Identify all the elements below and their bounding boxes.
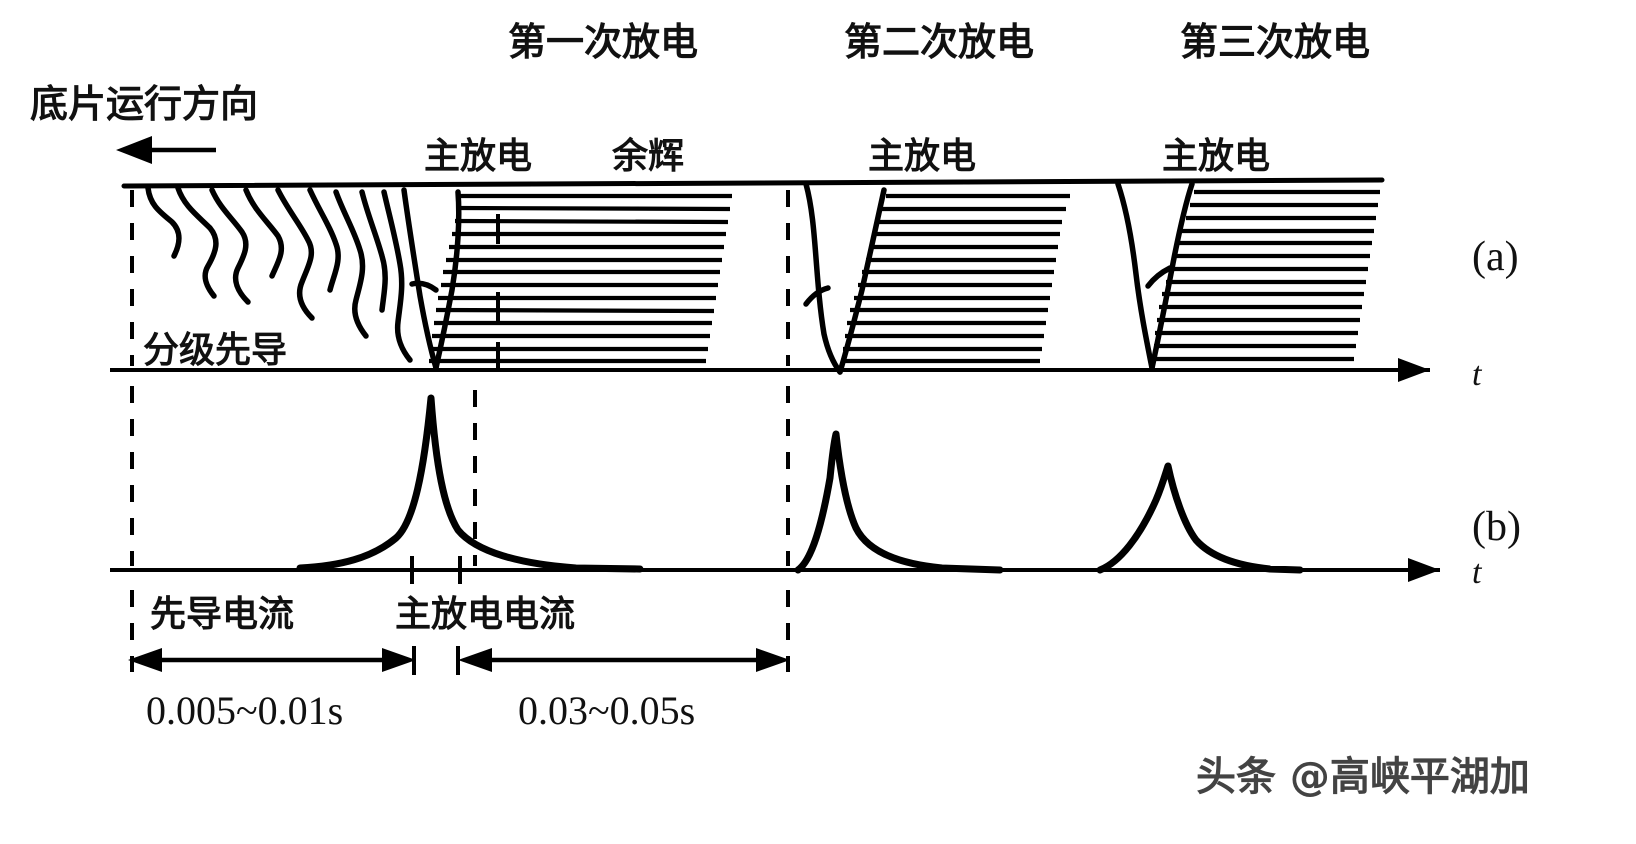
panel-b-group <box>110 394 1440 584</box>
axis-label-t-b: t <box>1472 554 1483 591</box>
panel-tag-a: (a) <box>1472 234 1519 280</box>
panel-a-axis <box>110 358 1430 382</box>
dashed-reference-lines <box>130 190 790 672</box>
duration-main-discharge-current: 0.03~0.05s <box>518 688 695 733</box>
label-second-discharge: 第二次放电 <box>844 20 1034 64</box>
current-pulse-1 <box>296 394 644 573</box>
panel-tag-b: (b) <box>1472 504 1521 550</box>
label-first-discharge: 第一次放电 <box>508 20 698 64</box>
panel-a-group <box>110 177 1430 382</box>
panel-b-ticks <box>410 556 462 584</box>
dimension-arrows <box>128 646 790 675</box>
current-pulse-3 <box>1096 462 1304 574</box>
afterglow-hatch-1 <box>429 193 732 364</box>
stepped-leader-strokes <box>145 185 413 363</box>
label-third-discharge: 第三次放电 <box>1180 20 1370 64</box>
dimension-main-discharge-current <box>456 646 790 675</box>
label-main-discharge-3: 主放电 <box>1162 136 1270 177</box>
label-main-discharge-2: 主放电 <box>868 136 976 177</box>
axis-label-t-a: t <box>1472 356 1483 393</box>
panel-a-axis-arrowhead <box>1398 358 1430 382</box>
panel-b-axis-arrowhead <box>1408 558 1440 582</box>
label-film-direction: 底片运行方向 <box>30 82 258 126</box>
label-stepped-leader: 分级先导 <box>143 330 287 371</box>
afterglow-hatch-2 <box>842 193 1070 364</box>
first-return-stroke <box>401 187 462 371</box>
afterglow-hatch-3 <box>1153 189 1380 362</box>
film-top-line <box>121 177 1385 189</box>
label-main-discharge-1: 主放电 <box>424 136 532 177</box>
label-main-discharge-current: 主放电电流 <box>395 594 575 635</box>
duration-leader-current: 0.005~0.01s <box>146 688 343 733</box>
current-pulse-2 <box>794 430 1004 574</box>
label-leader-current: 先导电流 <box>150 594 294 635</box>
label-afterglow: 余辉 <box>611 135 684 177</box>
second-dart-leader <box>803 181 887 375</box>
watermark-text: 头条 @高峡平湖加 <box>1196 754 1530 800</box>
film-direction-arrow <box>116 136 216 164</box>
third-dart-leader <box>1115 181 1195 371</box>
dimension-leader-current <box>128 646 416 675</box>
